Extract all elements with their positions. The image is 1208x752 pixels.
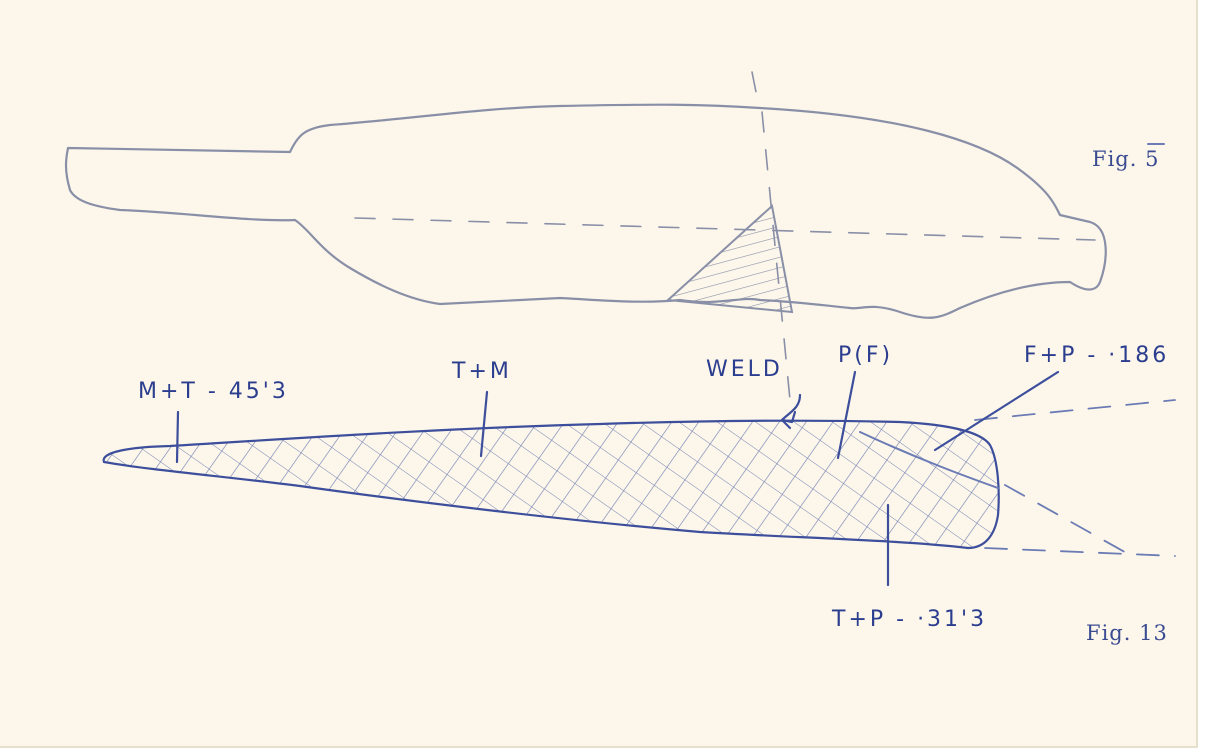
label-fp: F+P - ·186 (1024, 343, 1169, 368)
fig5-blade-outline (66, 105, 1106, 318)
fig13-projection-lines (975, 400, 1175, 556)
label-weld: WELD (706, 357, 783, 382)
label-tp: T+P - ·31'3 (831, 607, 987, 632)
fig13-section (104, 421, 999, 548)
fig5-centerline (355, 218, 1095, 240)
fig13-label: Fig. 13 (1086, 621, 1168, 645)
label-mt: M+T - 45'3 (138, 379, 289, 404)
fig5-label: Fig. 5 (1092, 147, 1159, 171)
label-tm: T+M (451, 359, 512, 384)
label-pf: P(F) (838, 343, 893, 368)
fig5-hatched-wedge (668, 206, 792, 312)
